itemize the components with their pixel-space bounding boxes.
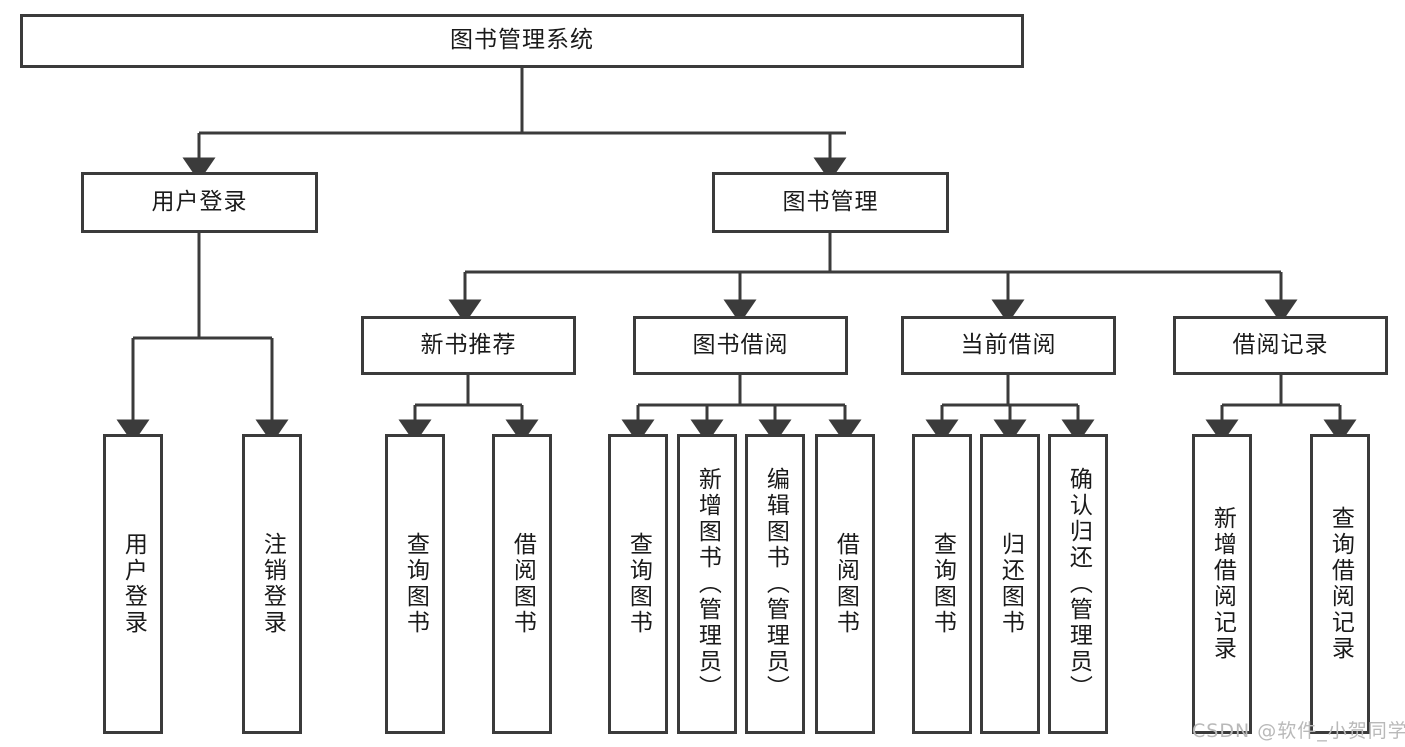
node-new-book-recommend[interactable]: 新书推荐	[361, 316, 576, 375]
leaf-user-login[interactable]: 用户登录	[103, 434, 163, 734]
node-borrow-record-label: 借阅记录	[1232, 331, 1329, 358]
node-book-borrow[interactable]: 图书借阅	[633, 316, 848, 375]
leaf-query-borrow-record-label: 查询借阅记录	[1327, 506, 1354, 662]
node-book-manage-label: 图书管理	[782, 188, 879, 215]
node-root-label: 图书管理系统	[450, 27, 594, 54]
leaf-edit-book[interactable]: 编辑图书（管理员）	[745, 434, 805, 734]
node-current-borrow[interactable]: 当前借阅	[901, 316, 1116, 375]
node-borrow-record[interactable]: 借阅记录	[1173, 316, 1388, 375]
leaf-logout-label: 注销登录	[259, 532, 286, 636]
leaf-borrow-book[interactable]: 借阅图书	[815, 434, 875, 734]
leaf-add-book-label: 新增图书（管理员）	[694, 467, 721, 701]
leaf-add-borrow-record[interactable]: 新增借阅记录	[1192, 434, 1252, 734]
node-root[interactable]: 图书管理系统	[20, 14, 1024, 68]
leaf-confirm-return[interactable]: 确认归还（管理员）	[1048, 434, 1108, 734]
node-book-manage[interactable]: 图书管理	[712, 172, 949, 233]
node-user-login[interactable]: 用户登录	[81, 172, 318, 233]
leaf-add-book[interactable]: 新增图书（管理员）	[677, 434, 737, 734]
leaf-query-book-borrow-label: 查询图书	[625, 532, 652, 636]
leaf-confirm-return-label: 确认归还（管理员）	[1065, 467, 1092, 701]
leaf-query-book-recommend[interactable]: 查询图书	[385, 434, 445, 734]
node-current-borrow-label: 当前借阅	[960, 331, 1057, 358]
leaf-query-book-current[interactable]: 查询图书	[912, 434, 972, 734]
leaf-borrow-book-recommend-label: 借阅图书	[509, 532, 536, 636]
leaf-query-book-current-label: 查询图书	[929, 532, 956, 636]
node-user-login-label: 用户登录	[151, 188, 248, 215]
leaf-user-login-label: 用户登录	[120, 532, 147, 636]
leaf-return-book[interactable]: 归还图书	[980, 434, 1040, 734]
leaf-add-borrow-record-label: 新增借阅记录	[1209, 506, 1236, 662]
leaf-edit-book-label: 编辑图书（管理员）	[762, 467, 789, 701]
leaf-query-book-recommend-label: 查询图书	[402, 532, 429, 636]
node-new-book-recommend-label: 新书推荐	[420, 331, 517, 358]
node-book-borrow-label: 图书借阅	[692, 331, 789, 358]
csdn-watermark: CSDN @软件_小贺同学	[1192, 720, 1405, 742]
leaf-borrow-book-label: 借阅图书	[832, 532, 859, 636]
leaf-borrow-book-recommend[interactable]: 借阅图书	[492, 434, 552, 734]
leaf-return-book-label: 归还图书	[997, 532, 1024, 636]
leaf-query-borrow-record[interactable]: 查询借阅记录	[1310, 434, 1370, 734]
leaf-query-book-borrow[interactable]: 查询图书	[608, 434, 668, 734]
leaf-logout[interactable]: 注销登录	[242, 434, 302, 734]
